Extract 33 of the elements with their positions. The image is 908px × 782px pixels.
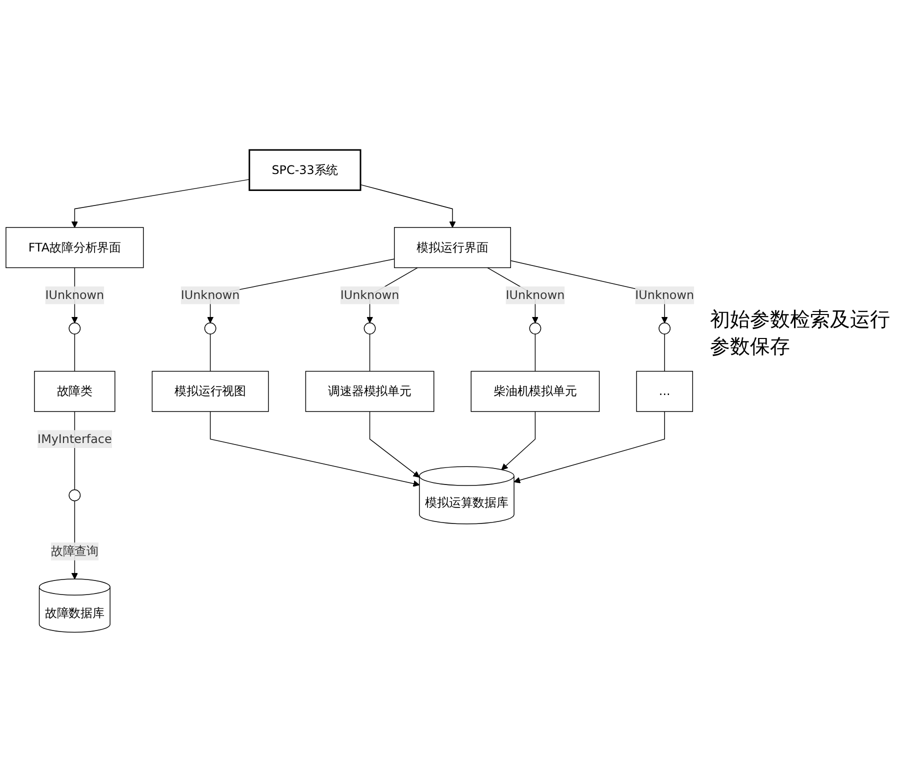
node-circle [204, 322, 216, 334]
arrow [369, 411, 420, 478]
node-box: FTA故障分析界面 [6, 226, 144, 268]
node-circle [529, 322, 542, 334]
edge-label: IUnknown [180, 288, 240, 302]
node-box: 模拟运行界面 [394, 226, 511, 268]
node-circle [364, 322, 376, 334]
edge-label: IUnknown [506, 288, 565, 302]
node-circle [658, 322, 671, 334]
node-box: 故障类 [34, 370, 116, 412]
arrow [71, 178, 250, 228]
connector [534, 334, 536, 372]
arrow [501, 411, 536, 470]
connector [210, 334, 211, 372]
edge-label: IUnknown [340, 288, 400, 302]
arrow [360, 184, 456, 228]
node-circle [68, 322, 81, 334]
node-circle [68, 489, 81, 502]
edge-label: IUnknown [635, 288, 694, 302]
node-box: SPC-33系统 [248, 149, 362, 191]
node-box: 模拟运行视图 [152, 370, 269, 412]
node-box: 调速器模拟单元 [305, 370, 434, 412]
node-box: 柴油机模拟单元 [470, 370, 600, 412]
note-text: 初始参数检索及运行参数保存 [710, 306, 890, 360]
arrow [514, 411, 665, 484]
edge-label: IUnknown [45, 288, 104, 302]
edge-label: 故障查询 [50, 544, 99, 558]
connector [664, 334, 665, 372]
edge-label: IMyInterface [38, 432, 112, 446]
node-box: ... [636, 370, 694, 412]
connector [74, 334, 76, 372]
arrow [210, 411, 420, 487]
connector [369, 334, 370, 372]
